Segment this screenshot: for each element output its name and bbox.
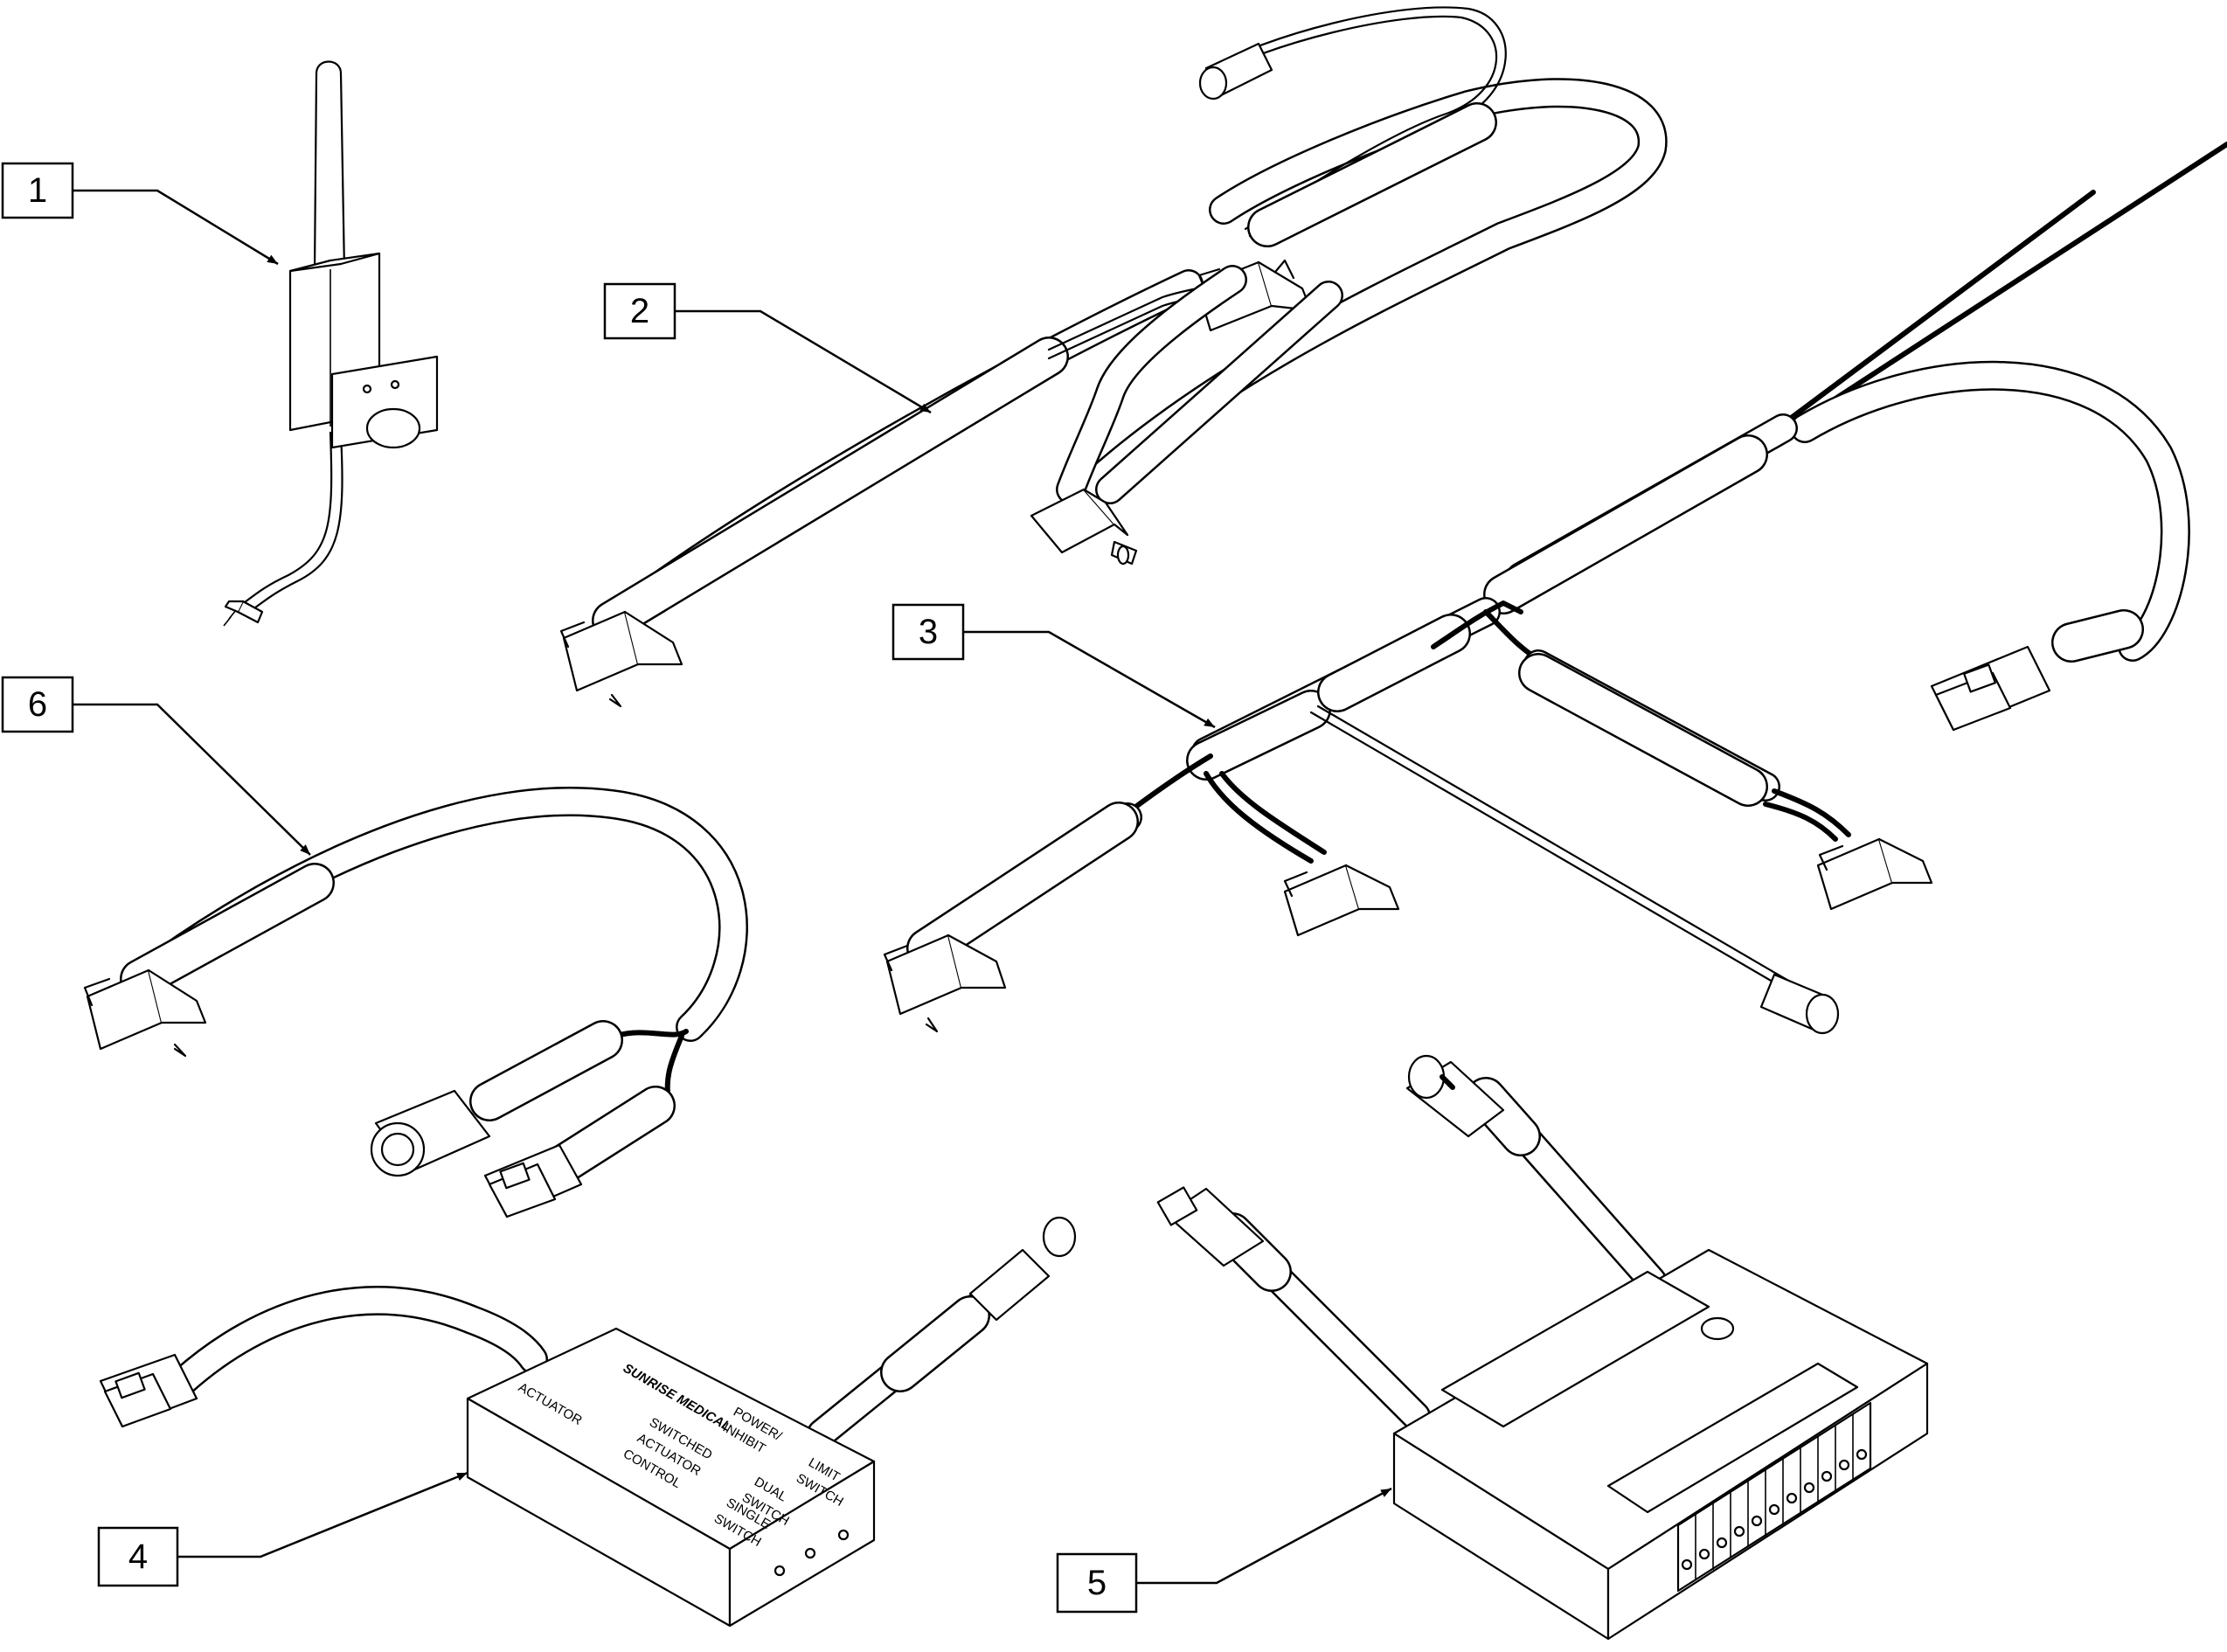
callout-1-label: 1: [28, 171, 47, 210]
part-5-terminal-block: [1676, 1401, 1872, 1593]
part-6-harness: [83, 787, 748, 1218]
callout-5[interactable]: 5: [1056, 1487, 1392, 1614]
part-3-connector-middle: [1283, 864, 1400, 937]
callout-2-box[interactable]: [603, 282, 676, 340]
part-2-connector-lower: [559, 610, 683, 708]
part-4-din-plug-icon: [968, 1216, 1077, 1322]
part-5-indicator-icon: [1700, 1316, 1735, 1341]
callout-2-leader: [675, 309, 932, 414]
callout-5-leader: [1136, 1487, 1392, 1585]
callout-3-leader: [963, 630, 1216, 729]
part-6-weatherpack-connector-icon: [483, 1143, 583, 1218]
part-2-end-cap: [1198, 42, 1273, 101]
callout-4-label: 4: [128, 1537, 148, 1576]
part-4-led-limit: [837, 1529, 850, 1541]
part-4-box-side: [728, 1460, 876, 1628]
part-1-jack-icon: [223, 600, 264, 627]
part-3-lead-b: [1780, 142, 2227, 435]
part-5-control-module: [1156, 1054, 1929, 1641]
part-3-end-cap: [1759, 973, 1840, 1035]
part-3-connector-right: [1816, 837, 1933, 911]
part-5-plug-left-icon: [1156, 1186, 1265, 1267]
part-3-lead-a: [1763, 190, 2096, 440]
part-5-label-plate-bottom: [1606, 1362, 1859, 1514]
part-2-jack-icon: [1030, 488, 1138, 566]
callout-4-box[interactable]: [97, 1526, 179, 1587]
part-6-mating-connector-icon: [370, 1089, 491, 1177]
part-4-led-single: [774, 1565, 786, 1577]
callout-2[interactable]: 2: [603, 282, 932, 414]
callout-3[interactable]: 3: [891, 603, 1216, 729]
callout-6-leader: [73, 703, 311, 856]
callout-1-box[interactable]: [1, 162, 74, 219]
part-1-antenna-module: [223, 60, 439, 627]
part-1-cable: [247, 431, 343, 614]
part-5-plug-upper-icon: [1405, 1054, 1505, 1138]
part-3-connector-left: [883, 934, 1007, 1033]
callout-5-label: 5: [1087, 1564, 1107, 1602]
part-5-label-plate-top: [1440, 1270, 1710, 1428]
antenna-icon: [313, 60, 346, 273]
part-2-harness: [559, 6, 1668, 708]
callout-4[interactable]: 4: [97, 1471, 468, 1587]
part-3-weatherpack-connector-icon: [1930, 645, 2051, 732]
callout-1-leader: [73, 189, 279, 266]
callout-2-label: 2: [630, 292, 649, 330]
part-3-harness: [883, 142, 2227, 1035]
callout-6[interactable]: 6: [1, 676, 311, 856]
callout-3-label: 3: [919, 613, 938, 651]
callout-1[interactable]: 1: [1, 162, 279, 266]
part-4-led-dual: [804, 1547, 816, 1559]
part-4-weatherpack-connector-icon: [99, 1353, 198, 1428]
part-4-switched-actuator-control: SUNRISE MEDICAL ACTUATOR SWITCHED ACTUAT…: [99, 1216, 1077, 1628]
callout-3-box[interactable]: [891, 603, 965, 661]
callout-4-leader: [177, 1471, 468, 1558]
callout-5-box[interactable]: [1056, 1552, 1138, 1614]
callout-6-label: 6: [28, 685, 47, 724]
callout-6-box[interactable]: [1, 676, 74, 733]
part-6-connector: [83, 968, 207, 1058]
